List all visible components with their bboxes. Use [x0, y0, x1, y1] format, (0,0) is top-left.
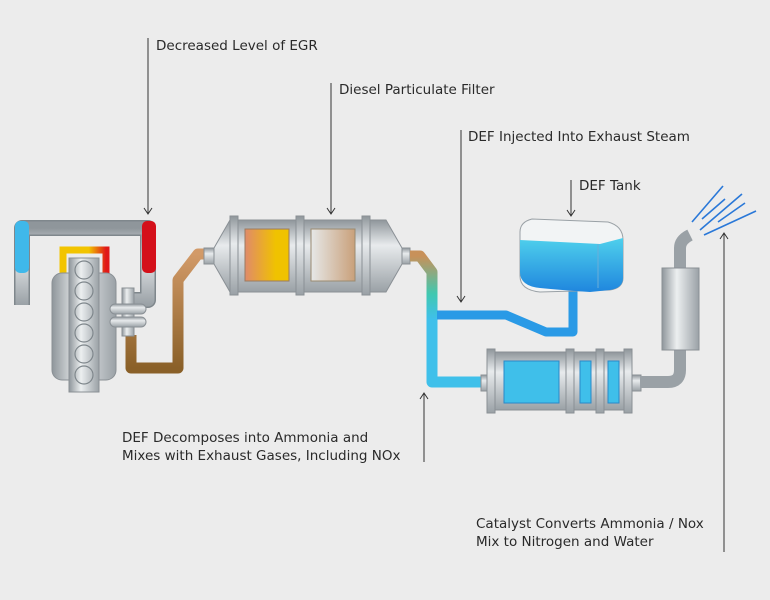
muffler	[640, 229, 700, 388]
label-dpf: Diesel Particulate Filter	[339, 82, 495, 98]
egr-loop	[14, 220, 156, 312]
diesel-particulate-filter	[203, 215, 411, 296]
label-catalyst: Catalyst Converts Ammonia / Nox Mix to N…	[476, 515, 704, 551]
exhaust-pipe-hot	[125, 248, 210, 374]
label-def-tank: DEF Tank	[579, 178, 641, 194]
egr-cool-section	[15, 221, 29, 273]
label-decomposes-line1: DEF Decomposes into Ammonia and	[122, 430, 369, 446]
leader-lines	[143, 38, 729, 552]
scr-catalyst	[480, 348, 642, 414]
label-decomposes-line2: Mixes with Exhaust Gases, Including NOx	[122, 448, 401, 464]
label-catalyst-line1: Catalyst Converts Ammonia / Nox	[476, 516, 704, 532]
def-tank	[519, 218, 624, 293]
exhaust-pipe-mixing	[410, 250, 486, 388]
label-egr: Decreased Level of EGR	[156, 38, 318, 54]
engine	[51, 257, 117, 393]
water-spray	[691, 185, 757, 236]
label-decomposes: DEF Decomposes into Ammonia and Mixes wi…	[122, 429, 400, 465]
label-catalyst-line2: Mix to Nitrogen and Water	[476, 534, 654, 550]
egr-hot-section	[142, 221, 156, 273]
def-line	[437, 288, 578, 337]
turbocharger	[109, 287, 147, 337]
label-def-injected: DEF Injected Into Exhaust Steam	[468, 129, 690, 145]
